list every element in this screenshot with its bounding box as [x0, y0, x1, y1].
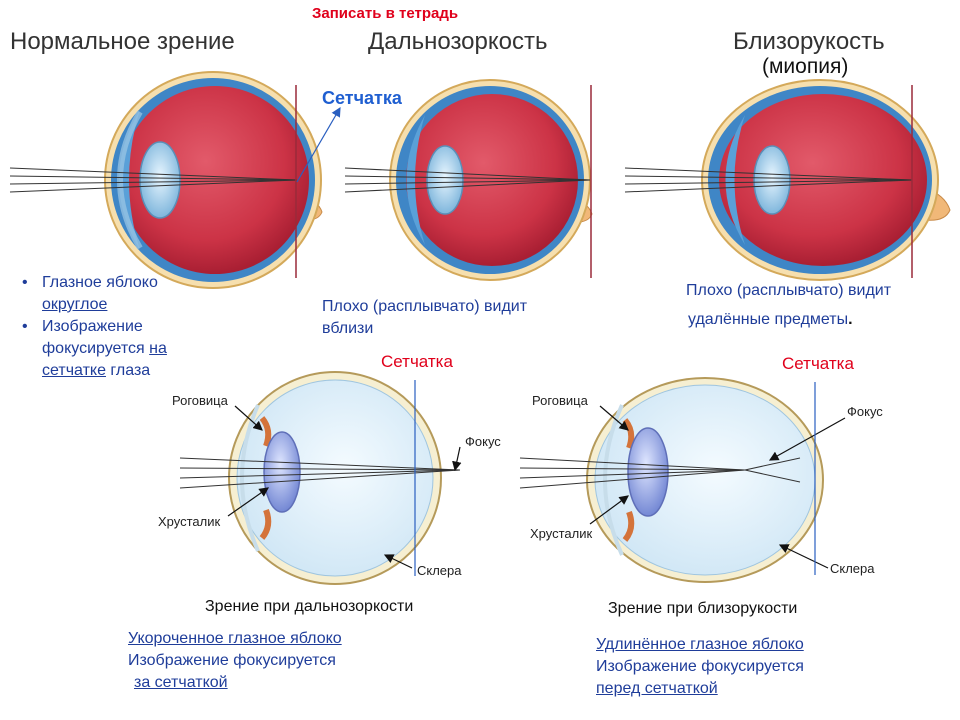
hyperopia-note-line1: Плохо (расплывчато) видит [322, 298, 528, 315]
hyperopia-eye [344, 79, 593, 281]
hyperopia-note-line2: вблизи [322, 320, 374, 337]
retina-label-hyperopia: Сетчатка [381, 352, 453, 371]
myopia-note: Плохо (расплывчато) видит удалённые пред… [686, 280, 891, 331]
myopia-note-line1: Плохо (расплывчато) видит [686, 282, 892, 299]
lens-label-myopia: Хрусталик [530, 526, 593, 541]
note-text: Изображение [42, 318, 143, 335]
sclera-label-hyperopia: Склера [417, 563, 462, 578]
normal-vision-notes: Глазное яблоко округлое Изображение фоку… [22, 272, 167, 382]
hyperopia-detail-notes: Укороченное глазное яблоко Изображение ф… [128, 628, 342, 694]
note-text: глаза [105, 362, 151, 379]
myopia-eye [624, 79, 951, 281]
hyperopia-detail-note1: Укороченное глазное яблоко [128, 630, 342, 647]
myopia-note-line2: удалённые предметы [688, 311, 849, 328]
normal-eye [9, 71, 341, 289]
myopia-caption: Зрение при близорукости [608, 600, 798, 617]
sclera-label-myopia: Склера [830, 561, 875, 576]
hyperopia-detail-note2: Изображение фокусируется [128, 652, 336, 669]
note-text: Глазное яблоко [42, 274, 158, 291]
lens-label-hyperopia: Хрусталик [158, 514, 221, 529]
note-round-eyeball: Глазное яблоко округлое [22, 272, 167, 316]
note-text: фокусируется [42, 340, 150, 357]
write-in-notebook-note: Записать в тетрадь [312, 5, 459, 22]
hyperopia-caption: Зрение при дальнозоркости [205, 598, 414, 615]
myopia-detail-note2: Изображение фокусируется [596, 658, 804, 675]
retina-label-myopia: Сетчатка [782, 354, 854, 373]
myopia-subtitle: (миопия) [762, 55, 849, 78]
myopia-note-dot: . [848, 311, 853, 328]
note-text-underlined: округлое [42, 296, 108, 313]
myopia-detail-note1: Удлинённое глазное яблоко [596, 636, 804, 653]
hyperopia-note: Плохо (расплывчато) видит вблизи [322, 296, 527, 340]
myopia-detail-note3: перед сетчаткой [596, 680, 718, 697]
cornea-label-myopia: Роговица [532, 393, 588, 408]
myopia-detail-notes: Удлинённое глазное яблоко Изображение фо… [596, 634, 804, 700]
normal-vision-title: Нормальное зрение [10, 28, 235, 55]
note-focus-on-retina: Изображение фокусируется на сетчатке гла… [22, 316, 167, 382]
myopia-title: Близорукость [733, 28, 885, 55]
note-text-underlined: сетчатке [42, 362, 106, 379]
focus-label-myopia: Фокус [847, 404, 883, 419]
hyperopia-title: Дальнозоркость [368, 28, 548, 55]
focus-label-hyperopia: Фокус [465, 434, 501, 449]
myopia-detail-eye [519, 377, 846, 583]
hyperopia-detail-note3: за сетчаткой [134, 674, 228, 691]
hyperopia-detail-eye [179, 371, 462, 585]
cornea-label-hyperopia: Роговица [172, 393, 228, 408]
note-text-underlined: на [149, 340, 167, 357]
retina-label-top: Сетчатка [322, 88, 402, 108]
